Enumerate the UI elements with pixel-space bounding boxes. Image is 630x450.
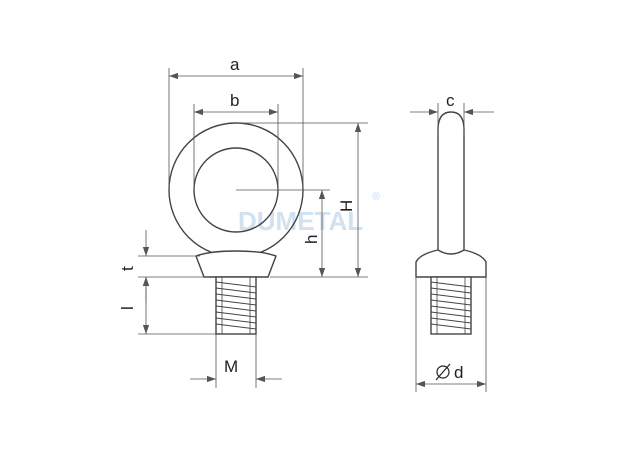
label-M: M	[224, 357, 238, 376]
label-a: a	[230, 55, 240, 74]
front-dimensions	[138, 68, 368, 388]
diameter-symbol-icon	[435, 363, 451, 381]
collar	[195, 250, 277, 278]
label-d: d	[454, 363, 463, 382]
label-h: h	[302, 235, 321, 244]
collar-side	[415, 249, 487, 278]
label-H: H	[337, 200, 356, 212]
side-dimensions	[410, 103, 494, 392]
front-view	[168, 122, 304, 335]
label-b: b	[230, 91, 239, 110]
watermark-text: DUMETAL	[238, 206, 363, 236]
thread-lines-side	[430, 281, 472, 330]
label-t: t	[118, 266, 137, 271]
label-l: l	[118, 306, 137, 310]
side-view	[415, 111, 487, 335]
eye-side-profile	[437, 111, 465, 256]
thread-lines	[215, 281, 257, 330]
watermark-registered-mark: ®	[372, 191, 380, 203]
label-c: c	[446, 91, 455, 110]
watermark-logo: DUMETAL ®	[238, 191, 380, 236]
